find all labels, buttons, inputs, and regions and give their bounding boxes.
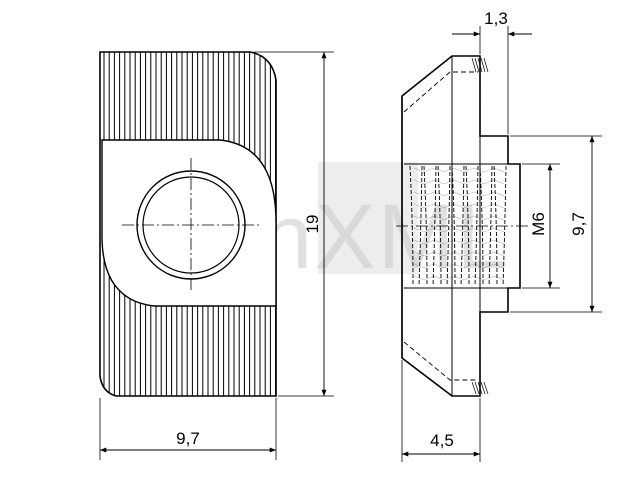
corner-hatch-line [477,381,483,395]
corner-hatching [471,57,489,395]
front-view [99,51,277,397]
corner-hatch-line [471,57,477,73]
corner-hatch-line [474,57,480,73]
thread-crest [413,167,505,173]
dimension-label: 9,7 [176,429,200,448]
thread-crest [413,239,505,245]
thread-crest [413,191,505,197]
corner-hatch-line [480,381,486,395]
thread-crest [413,203,505,209]
dimension-label: 19 [303,215,322,234]
hidden-line-bottom [403,341,478,381]
dimension-height-front: 19 [254,51,334,397]
thread-crest [413,179,505,185]
dimension-label: M6 [529,212,548,236]
thread-crest [413,275,505,281]
hidden-line-top [403,71,478,113]
thread-crest [413,215,505,221]
side-view [396,55,530,397]
thread-line [446,165,451,287]
corner-hatch-line [474,381,480,395]
front-outline [99,51,277,397]
dimension-width-front: 9,7 [99,398,277,460]
dimension-depth-side: 4,5 [401,360,481,462]
front-pad [101,139,277,307]
thread-line [432,165,437,287]
thread-crest [413,227,505,233]
thread-line [465,165,470,287]
corner-hatch-line [483,381,489,395]
dimension-height-side: 9,7 [510,135,602,313]
dimension-label: 4,5 [430,431,454,450]
thread-line [488,165,493,287]
thread-crest [413,263,505,269]
thread-crest [413,251,505,257]
dimension-top-step: 1,3 [452,9,532,134]
corner-hatch-line [480,57,486,73]
dimension-thread: M6 [522,163,560,289]
corner-hatch-line [483,57,489,73]
thread-line [451,165,456,287]
corner-hatch-line [477,57,483,73]
corner-hatch-line [471,381,477,395]
dimension-label: 9,7 [569,212,588,236]
dimension-label: 1,3 [484,9,508,28]
